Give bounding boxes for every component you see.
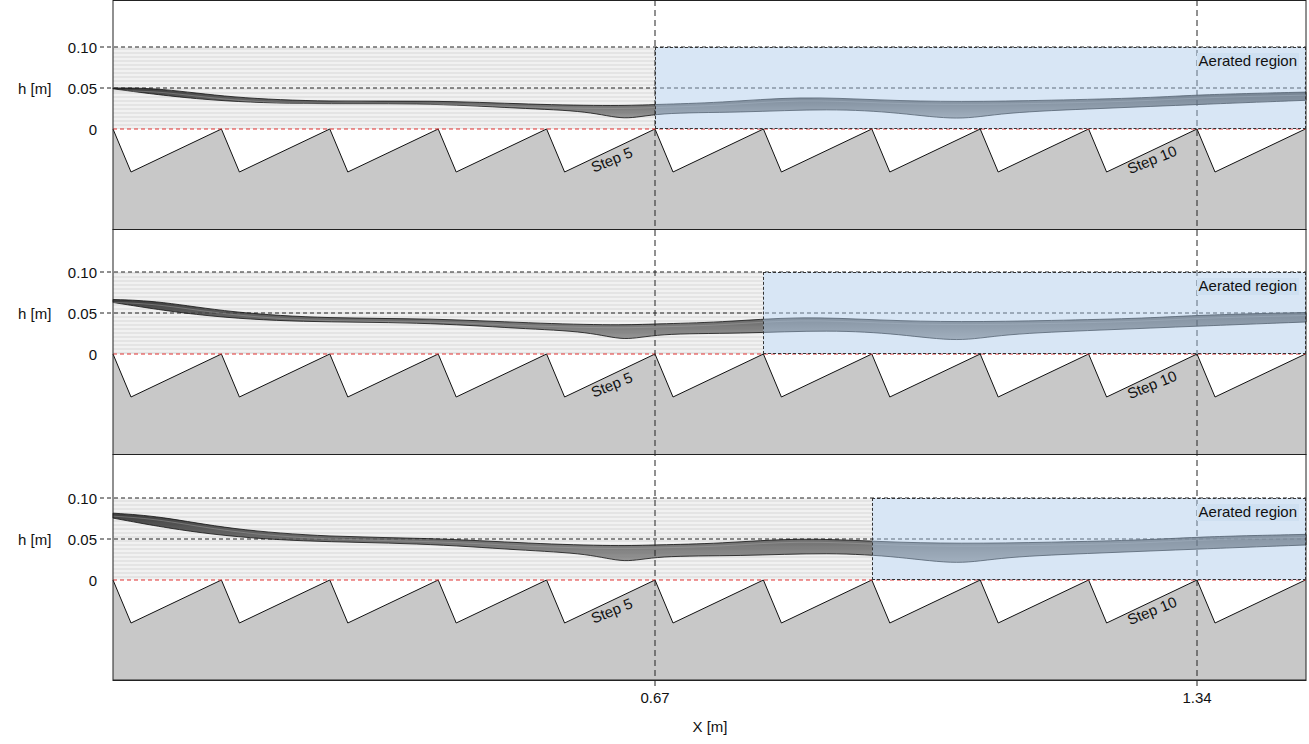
step-outline (438, 129, 546, 172)
step-outline (655, 580, 763, 623)
tick-label: 0.67 (640, 690, 669, 705)
step-body (113, 580, 1306, 680)
tick-label: 0.05 (68, 532, 97, 547)
axis-title: h [m] (18, 306, 51, 321)
panel (100, 230, 1306, 455)
step-outline (980, 580, 1088, 623)
axis-title: h [m] (18, 532, 51, 547)
step-outline (872, 129, 980, 172)
step-outline (655, 129, 763, 172)
axis-title: h [m] (18, 81, 51, 96)
tick-label: 0.05 (68, 81, 97, 96)
aerated-region: Aerated region (655, 47, 1306, 129)
panel (100, 455, 1306, 681)
step-body (113, 129, 1306, 229)
step-outline (330, 354, 438, 397)
step-outline (655, 354, 763, 397)
tick-label: 0 (89, 573, 97, 588)
tick-label: 0.10 (68, 40, 97, 55)
axis-title: X [m] (692, 719, 727, 734)
axis-tick (655, 680, 656, 686)
tick-label: 0.10 (68, 491, 97, 506)
tick-label: 0.10 (68, 265, 97, 280)
axis-tick (1197, 680, 1198, 686)
step-outline (1197, 129, 1305, 172)
step-outline (763, 354, 871, 397)
step-outline (221, 354, 329, 397)
tick-label: 0.05 (68, 306, 97, 321)
tick-label: 0 (89, 122, 97, 137)
tick-label: 1.34 (1182, 690, 1211, 705)
step-outline (872, 580, 980, 623)
step-outline (980, 354, 1088, 397)
step-outline (438, 580, 546, 623)
step-outline (763, 580, 871, 623)
step-outline (1197, 580, 1305, 623)
panel (100, 1, 1306, 230)
step-outline (330, 580, 438, 623)
x-axis (113, 680, 1306, 681)
region-label: Aerated region (1197, 53, 1299, 70)
region-label: Aerated region (1197, 278, 1299, 295)
step-outline (221, 580, 329, 623)
step-outline (113, 354, 221, 397)
tick-label: 0 (89, 347, 97, 362)
step-body (113, 354, 1306, 454)
step-outline (330, 129, 438, 172)
panel-frame (113, 455, 1306, 681)
panel-frame (113, 1, 1306, 230)
aerated-region: Aerated region (872, 498, 1306, 580)
step-outline (438, 354, 546, 397)
step-outline (763, 129, 871, 172)
step-outline (113, 580, 221, 623)
panel-frame (113, 230, 1306, 455)
step-outline (872, 354, 980, 397)
region-label: Aerated region (1197, 504, 1299, 521)
step-outline (221, 129, 329, 172)
step-outline (113, 129, 221, 172)
aerated-region: Aerated region (763, 272, 1306, 354)
step-outline (980, 129, 1088, 172)
step-outline (1197, 354, 1305, 397)
